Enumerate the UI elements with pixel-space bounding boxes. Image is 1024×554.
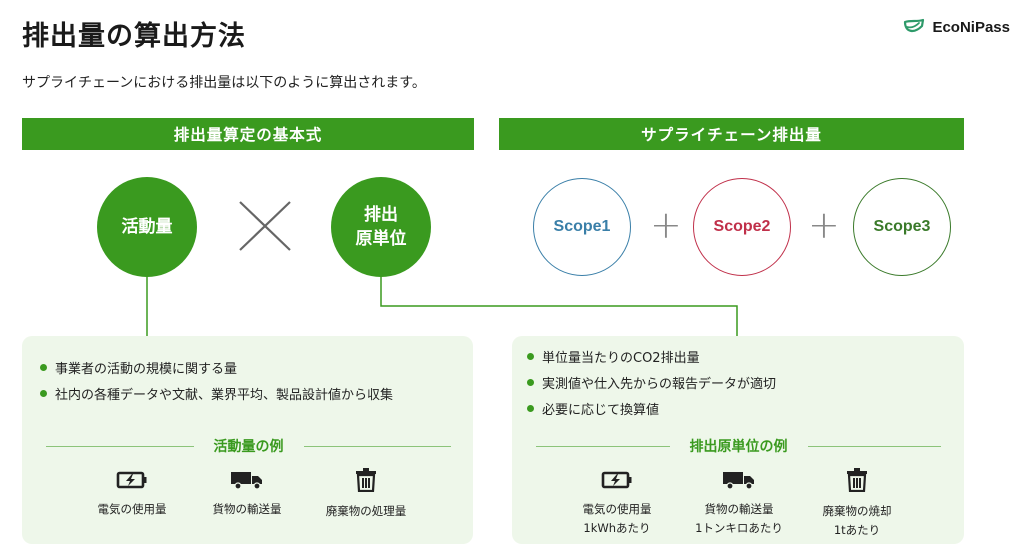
basic-formula-heading: 排出量算定の基本式 bbox=[22, 118, 474, 150]
scope3-circle: Scope3 bbox=[853, 178, 951, 276]
factor-examples-header: 排出原単位の例 bbox=[536, 436, 941, 456]
example-electricity: 電気の使用量 bbox=[82, 470, 182, 519]
emission-factor-panel: 単位量当たりのCO2排出量 実測値や仕入先からの報告データが適切 必要に応じて換… bbox=[512, 336, 964, 544]
scope1-circle: Scope1 bbox=[533, 178, 631, 276]
divider bbox=[303, 445, 451, 447]
activity-label: 活動量 bbox=[121, 217, 173, 237]
example-freight-factor: 貨物の輸送量 1トンキロあたり bbox=[684, 470, 794, 538]
divider bbox=[46, 445, 194, 447]
example-electricity-factor: 電気の使用量 1kWhあたり bbox=[567, 470, 667, 538]
multiply-icon bbox=[239, 201, 291, 251]
list-item: 単位量当たりのCO2排出量 bbox=[527, 343, 776, 369]
list-item: 実測値や仕入先からの報告データが適切 bbox=[527, 369, 776, 395]
page-title: 排出量の算出方法 bbox=[22, 21, 246, 52]
scope2-circle: Scope2 bbox=[693, 178, 791, 276]
activity-examples-header: 活動量の例 bbox=[46, 436, 451, 456]
factor-bullets: 単位量当たりのCO2排出量 実測値や仕入先からの報告データが適切 必要に応じて換… bbox=[527, 343, 776, 421]
activity-circle: 活動量 bbox=[97, 177, 197, 277]
activity-examples-title: 活動量の例 bbox=[213, 439, 284, 455]
example-incineration-factor: 廃棄物の焼却 1tあたり bbox=[807, 467, 907, 540]
emission-factor-line1: 排出 bbox=[364, 205, 398, 225]
bullet-dot bbox=[527, 352, 534, 360]
activity-bullets: 事業者の活動の規模に関する量 社内の各種データや文献、業界平均、製品設計値から収… bbox=[40, 354, 393, 406]
bullet-dot bbox=[527, 404, 534, 412]
plus-sign-1: + bbox=[650, 203, 682, 247]
plus-sign-2: + bbox=[808, 203, 840, 247]
trash-icon bbox=[847, 468, 867, 492]
emission-factor-circle: 排出 原単位 bbox=[331, 177, 431, 277]
battery-charging-icon bbox=[601, 471, 632, 489]
logo-text: EcoNiPass bbox=[932, 18, 1010, 36]
example-waste: 廃棄物の処理量 bbox=[316, 467, 416, 521]
leaf-logo-icon bbox=[904, 18, 925, 32]
emission-factor-line2: 原単位 bbox=[355, 229, 407, 249]
truck-icon bbox=[231, 472, 262, 490]
list-item: 事業者の活動の規模に関する量 bbox=[40, 354, 393, 380]
bullet-dot bbox=[527, 378, 534, 386]
trash-icon bbox=[356, 468, 376, 492]
battery-charging-icon bbox=[116, 471, 147, 489]
divider bbox=[807, 445, 941, 447]
divider bbox=[536, 445, 670, 447]
bullet-dot bbox=[40, 389, 47, 397]
brand-logo: EcoNiPass bbox=[902, 18, 1010, 36]
bullet-dot bbox=[40, 363, 47, 371]
page-subtitle: サプライチェーンにおける排出量は以下のように算出されます。 bbox=[22, 75, 426, 91]
factor-examples-title: 排出原単位の例 bbox=[689, 439, 788, 455]
activity-panel: 事業者の活動の規模に関する量 社内の各種データや文献、業界平均、製品設計値から収… bbox=[22, 336, 473, 544]
example-freight: 貨物の輸送量 bbox=[197, 470, 297, 519]
connector-factor bbox=[380, 270, 738, 336]
list-item: 必要に応じて換算値 bbox=[527, 395, 776, 421]
truck-icon bbox=[723, 472, 754, 490]
supply-chain-heading: サプライチェーン排出量 bbox=[499, 118, 964, 150]
list-item: 社内の各種データや文献、業界平均、製品設計値から収集 bbox=[40, 380, 393, 406]
